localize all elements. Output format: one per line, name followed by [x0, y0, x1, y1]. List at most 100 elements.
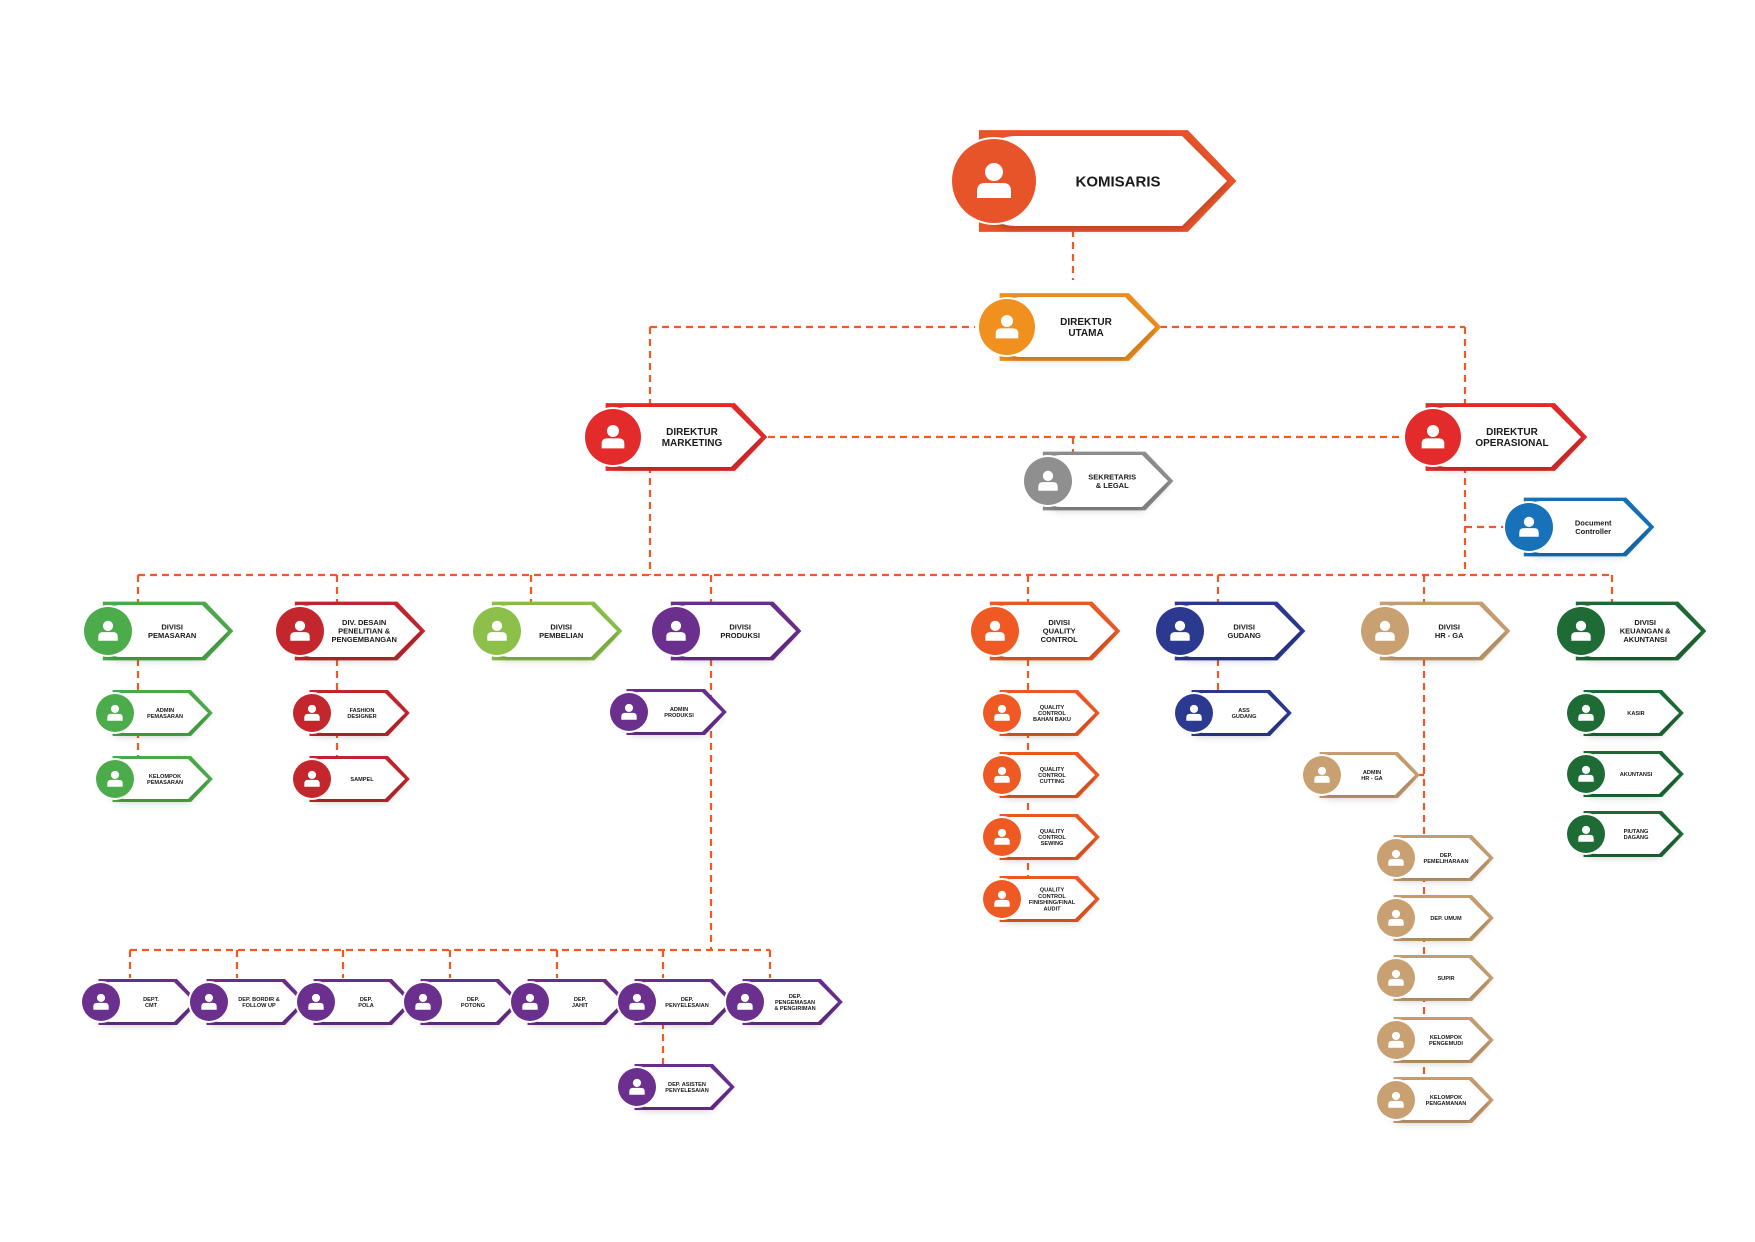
node-label: FASHION: [350, 708, 375, 714]
node-dep-penyelesaian: DEP.PENYELESAIAN: [616, 979, 735, 1025]
user-icon: [201, 993, 217, 1010]
node-label: QUALITY: [1040, 705, 1065, 711]
user-icon: [1421, 425, 1445, 449]
node-label: QUALITY: [1040, 888, 1065, 894]
node-label: PIUTANG: [1624, 829, 1649, 835]
user-icon: [1375, 620, 1395, 641]
node-label: KELOMPOK: [1430, 1095, 1462, 1101]
node-label: GUDANG: [1232, 714, 1257, 720]
avatar-circle: [1505, 503, 1553, 551]
node-label: CUTTING: [1040, 779, 1065, 785]
user-icon: [1186, 704, 1202, 721]
node-label: DIVISI: [550, 622, 572, 631]
user-icon: [1038, 470, 1058, 491]
node-label: DEP. ASISTEN: [668, 1082, 706, 1088]
node-label: KELOMPOK: [149, 774, 181, 780]
user-icon: [985, 620, 1005, 641]
node-label: ADMIN: [670, 707, 688, 713]
user-icon: [415, 993, 431, 1010]
node-label: CONTROL: [1038, 773, 1066, 779]
user-icon: [1388, 969, 1404, 986]
node-label: DEP.: [574, 997, 587, 1003]
user-icon: [1578, 704, 1594, 721]
node-label: PRODUKSI: [720, 631, 760, 640]
node-label: DEP.: [360, 997, 373, 1003]
node-label: PENGAMANAN: [1426, 1101, 1467, 1107]
node-label: DEP.: [789, 994, 802, 1000]
node-label: KASIR: [1627, 711, 1644, 717]
node-label: HR - GA: [1435, 631, 1464, 640]
avatar-circle: [473, 607, 521, 655]
user-icon: [666, 620, 686, 641]
user-icon: [1578, 825, 1594, 842]
node-label: MARKETING: [662, 438, 723, 449]
user-icon: [107, 770, 123, 787]
user-icon: [107, 704, 123, 721]
node-label: CONTROL: [1038, 894, 1066, 900]
node-kasir: KASIR: [1565, 690, 1684, 736]
node-label: DAGANG: [1624, 835, 1649, 841]
node-dep-jahit: DEP.JAHIT: [509, 979, 628, 1025]
user-icon: [629, 993, 645, 1010]
node-sampel: SAMPEL: [291, 756, 410, 802]
user-icon: [487, 620, 507, 641]
node-label: POLA: [358, 1003, 374, 1009]
node-label: ADMIN: [156, 708, 174, 714]
user-icon: [1314, 766, 1330, 783]
node-label: & PENGIRIMAN: [774, 1006, 815, 1012]
user-icon: [1388, 1031, 1404, 1048]
node-label: PENYELESAIAN: [665, 1003, 709, 1009]
node-card: [970, 136, 1227, 226]
node-label: DEPT.: [143, 997, 159, 1003]
user-icon: [994, 890, 1010, 907]
node-label: & LEGAL: [1096, 481, 1129, 490]
node-label: DEP. UMUM: [1430, 916, 1462, 922]
node-dep-pemeliharaan: DEP.PEMELIHARAAN: [1375, 835, 1494, 881]
user-icon: [1388, 909, 1404, 926]
node-label: DIREKTUR: [1060, 317, 1112, 328]
user-icon: [304, 704, 320, 721]
node-label: QUALITY: [1043, 627, 1076, 636]
user-icon: [994, 766, 1010, 783]
node-label: DIVISI: [1634, 618, 1656, 627]
node-label: PRODUKSI: [664, 713, 694, 719]
node-dep-umum: DEP. UMUM: [1375, 895, 1494, 941]
node-supir: SUPIR: [1375, 955, 1494, 1001]
node-label: SEWING: [1041, 841, 1064, 847]
node-label: JAHIT: [572, 1003, 589, 1009]
node-dep-pengemasan: DEP.PENGEMASAN& PENGIRIMAN: [724, 979, 843, 1025]
node-label: PEMASARAN: [148, 631, 196, 640]
node-label: DIV. DESAIN: [342, 618, 386, 627]
node-label: Controller: [1575, 527, 1611, 536]
node-sekretaris: SEKRETARIS& LEGAL: [1022, 451, 1174, 511]
node-label: AKUNTANSI: [1620, 772, 1653, 778]
node-label: DEP.: [681, 997, 694, 1003]
node-dept-cmt: DEPT.CMT: [80, 979, 199, 1025]
node-label: OPERASIONAL: [1475, 438, 1548, 449]
user-icon: [93, 993, 109, 1010]
user-icon: [98, 620, 118, 641]
avatar-circle: [1156, 607, 1204, 655]
user-icon: [1578, 765, 1594, 782]
user-icon: [1571, 620, 1591, 641]
node-label: DIVISI: [1233, 622, 1255, 631]
node-label: DEP. BORDIR &: [238, 997, 280, 1003]
